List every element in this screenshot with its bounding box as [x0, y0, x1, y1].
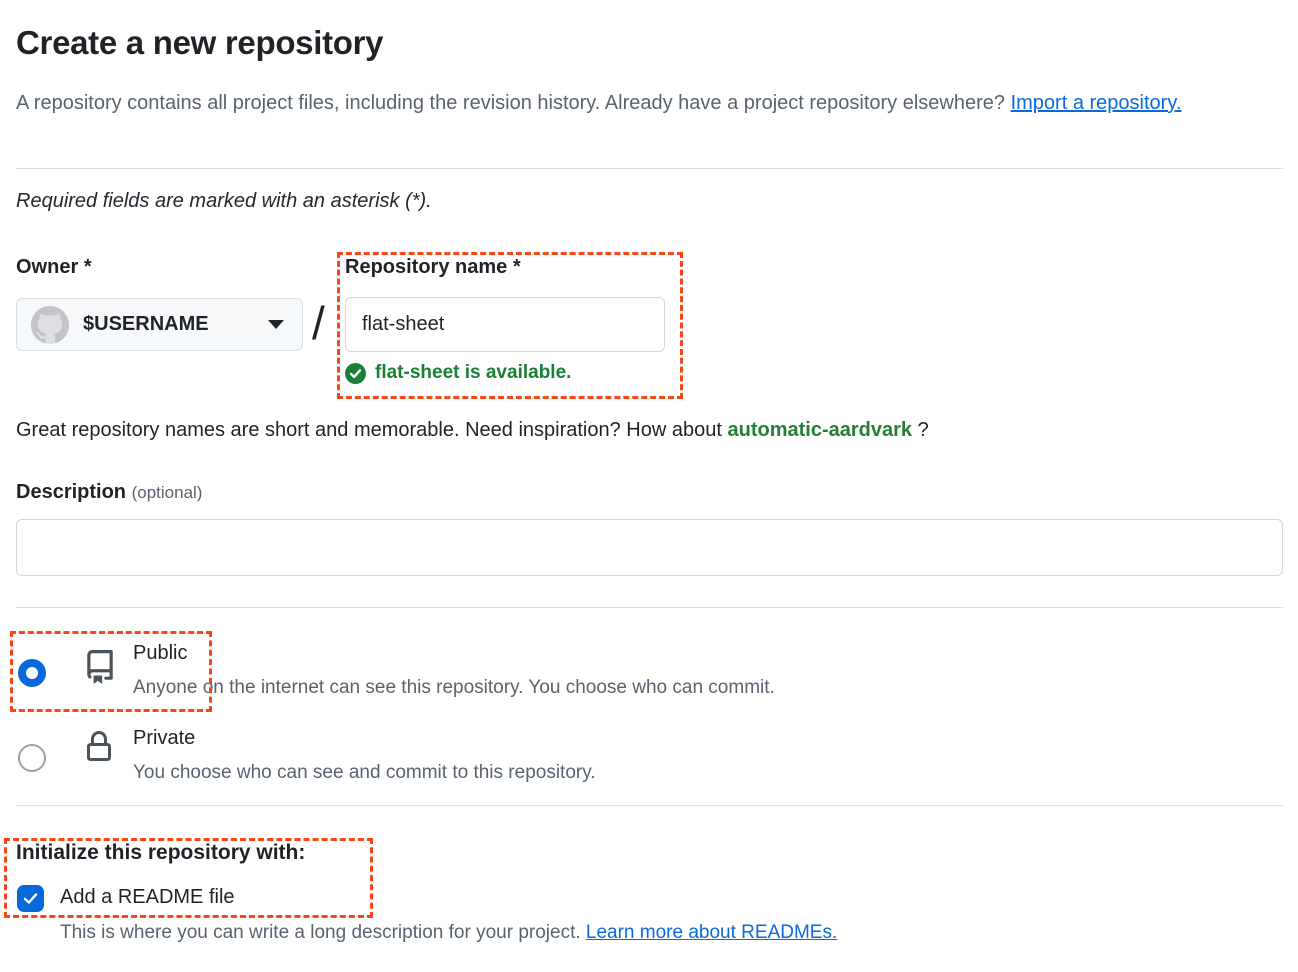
repository-name-required-asterisk: * — [512, 256, 521, 278]
owner-repo-separator: / — [312, 297, 325, 349]
availability-status: flat-sheet is available. — [345, 362, 571, 384]
add-readme-label[interactable]: Add a README file — [60, 886, 235, 908]
description-label: Description — [16, 481, 127, 503]
github-octocat-avatar-icon — [31, 305, 69, 344]
private-radio[interactable] — [18, 744, 46, 772]
learn-more-readmes-link[interactable]: Learn more about READMEs. — [585, 922, 838, 943]
repo-book-icon — [87, 650, 113, 684]
repository-name-label: Repository name * — [345, 256, 521, 279]
owner-required-asterisk: * — [83, 256, 92, 278]
page-title: Create a new repository — [16, 24, 384, 61]
description-optional-note: (optional) — [131, 483, 203, 502]
description-label-row: Description (optional) — [16, 481, 202, 504]
divider — [16, 607, 1283, 608]
owner-label: Owner * — [16, 256, 92, 279]
readme-note-text: This is where you can write a long descr… — [60, 922, 586, 943]
required-fields-note: Required fields are marked with an aster… — [16, 190, 432, 212]
name-suggestion-line: Great repository names are short and mem… — [16, 419, 929, 442]
description-input[interactable] — [16, 519, 1283, 576]
availability-message: flat-sheet is available. — [375, 362, 572, 383]
repository-name-label-text: Repository name — [345, 256, 508, 278]
private-option-description: You choose who can see and commit to thi… — [133, 762, 596, 783]
lock-icon — [87, 731, 111, 761]
owner-dropdown-button[interactable]: $USERNAME — [16, 298, 303, 351]
public-option-label[interactable]: Public — [133, 642, 188, 664]
add-readme-checkbox[interactable] — [17, 885, 44, 912]
suggestion-text-after: ? — [912, 419, 929, 441]
readme-note: This is where you can write a long descr… — [60, 922, 837, 944]
import-repository-link[interactable]: Import a repository. — [1010, 92, 1182, 114]
subtitle-text: A repository contains all project files,… — [16, 92, 1006, 114]
divider — [16, 805, 1283, 806]
owner-label-text: Owner — [16, 256, 79, 278]
private-option-label[interactable]: Private — [133, 727, 196, 749]
repository-name-input[interactable] — [345, 297, 665, 352]
owner-name-value: $USERNAME — [83, 313, 209, 335]
check-circle-icon — [345, 362, 366, 384]
public-radio[interactable] — [18, 659, 46, 687]
chevron-down-icon — [268, 320, 284, 329]
initialize-heading: Initialize this repository with: — [16, 841, 306, 864]
checkmark-icon — [23, 893, 38, 904]
divider — [16, 168, 1283, 169]
suggested-name-link[interactable]: automatic-aardvark — [727, 419, 913, 441]
suggestion-text-before: Great repository names are short and mem… — [16, 419, 728, 441]
public-option-description: Anyone on the internet can see this repo… — [133, 677, 775, 698]
page-subtitle: A repository contains all project files,… — [16, 84, 1211, 122]
